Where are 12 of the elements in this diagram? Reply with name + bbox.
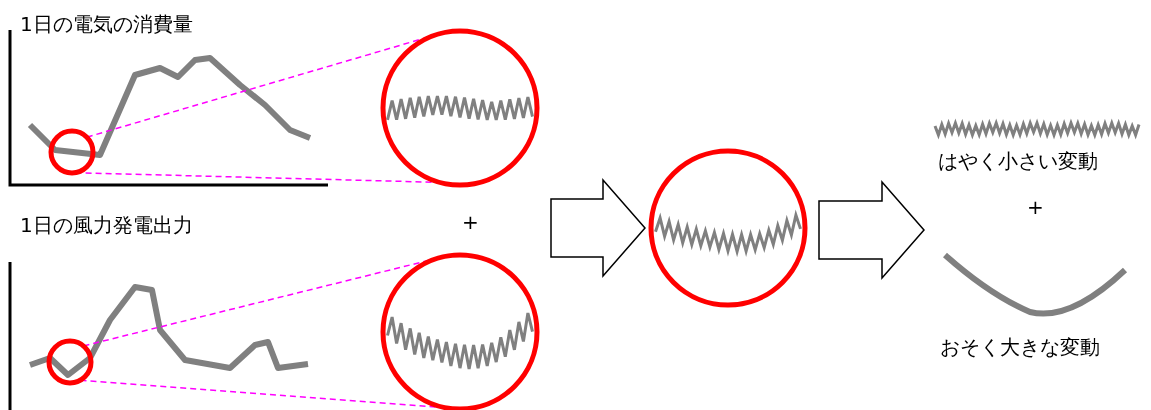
magnified-circle	[647, 147, 809, 309]
plus-sign: +	[1027, 195, 1044, 219]
highlight-circle	[47, 127, 97, 177]
block-arrow	[818, 180, 925, 280]
highlight-circle	[45, 337, 95, 387]
block-arrow	[550, 178, 646, 278]
caption-text: はやく小さい変動	[938, 148, 1098, 175]
plus-sign: +	[462, 210, 479, 234]
magnified-circle	[379, 27, 541, 189]
chart-title: 1日の電気の消費量	[20, 12, 193, 36]
chart-title: 1日の風力発電出力	[20, 213, 193, 237]
caption-text: おそく大きな変動	[940, 334, 1100, 361]
